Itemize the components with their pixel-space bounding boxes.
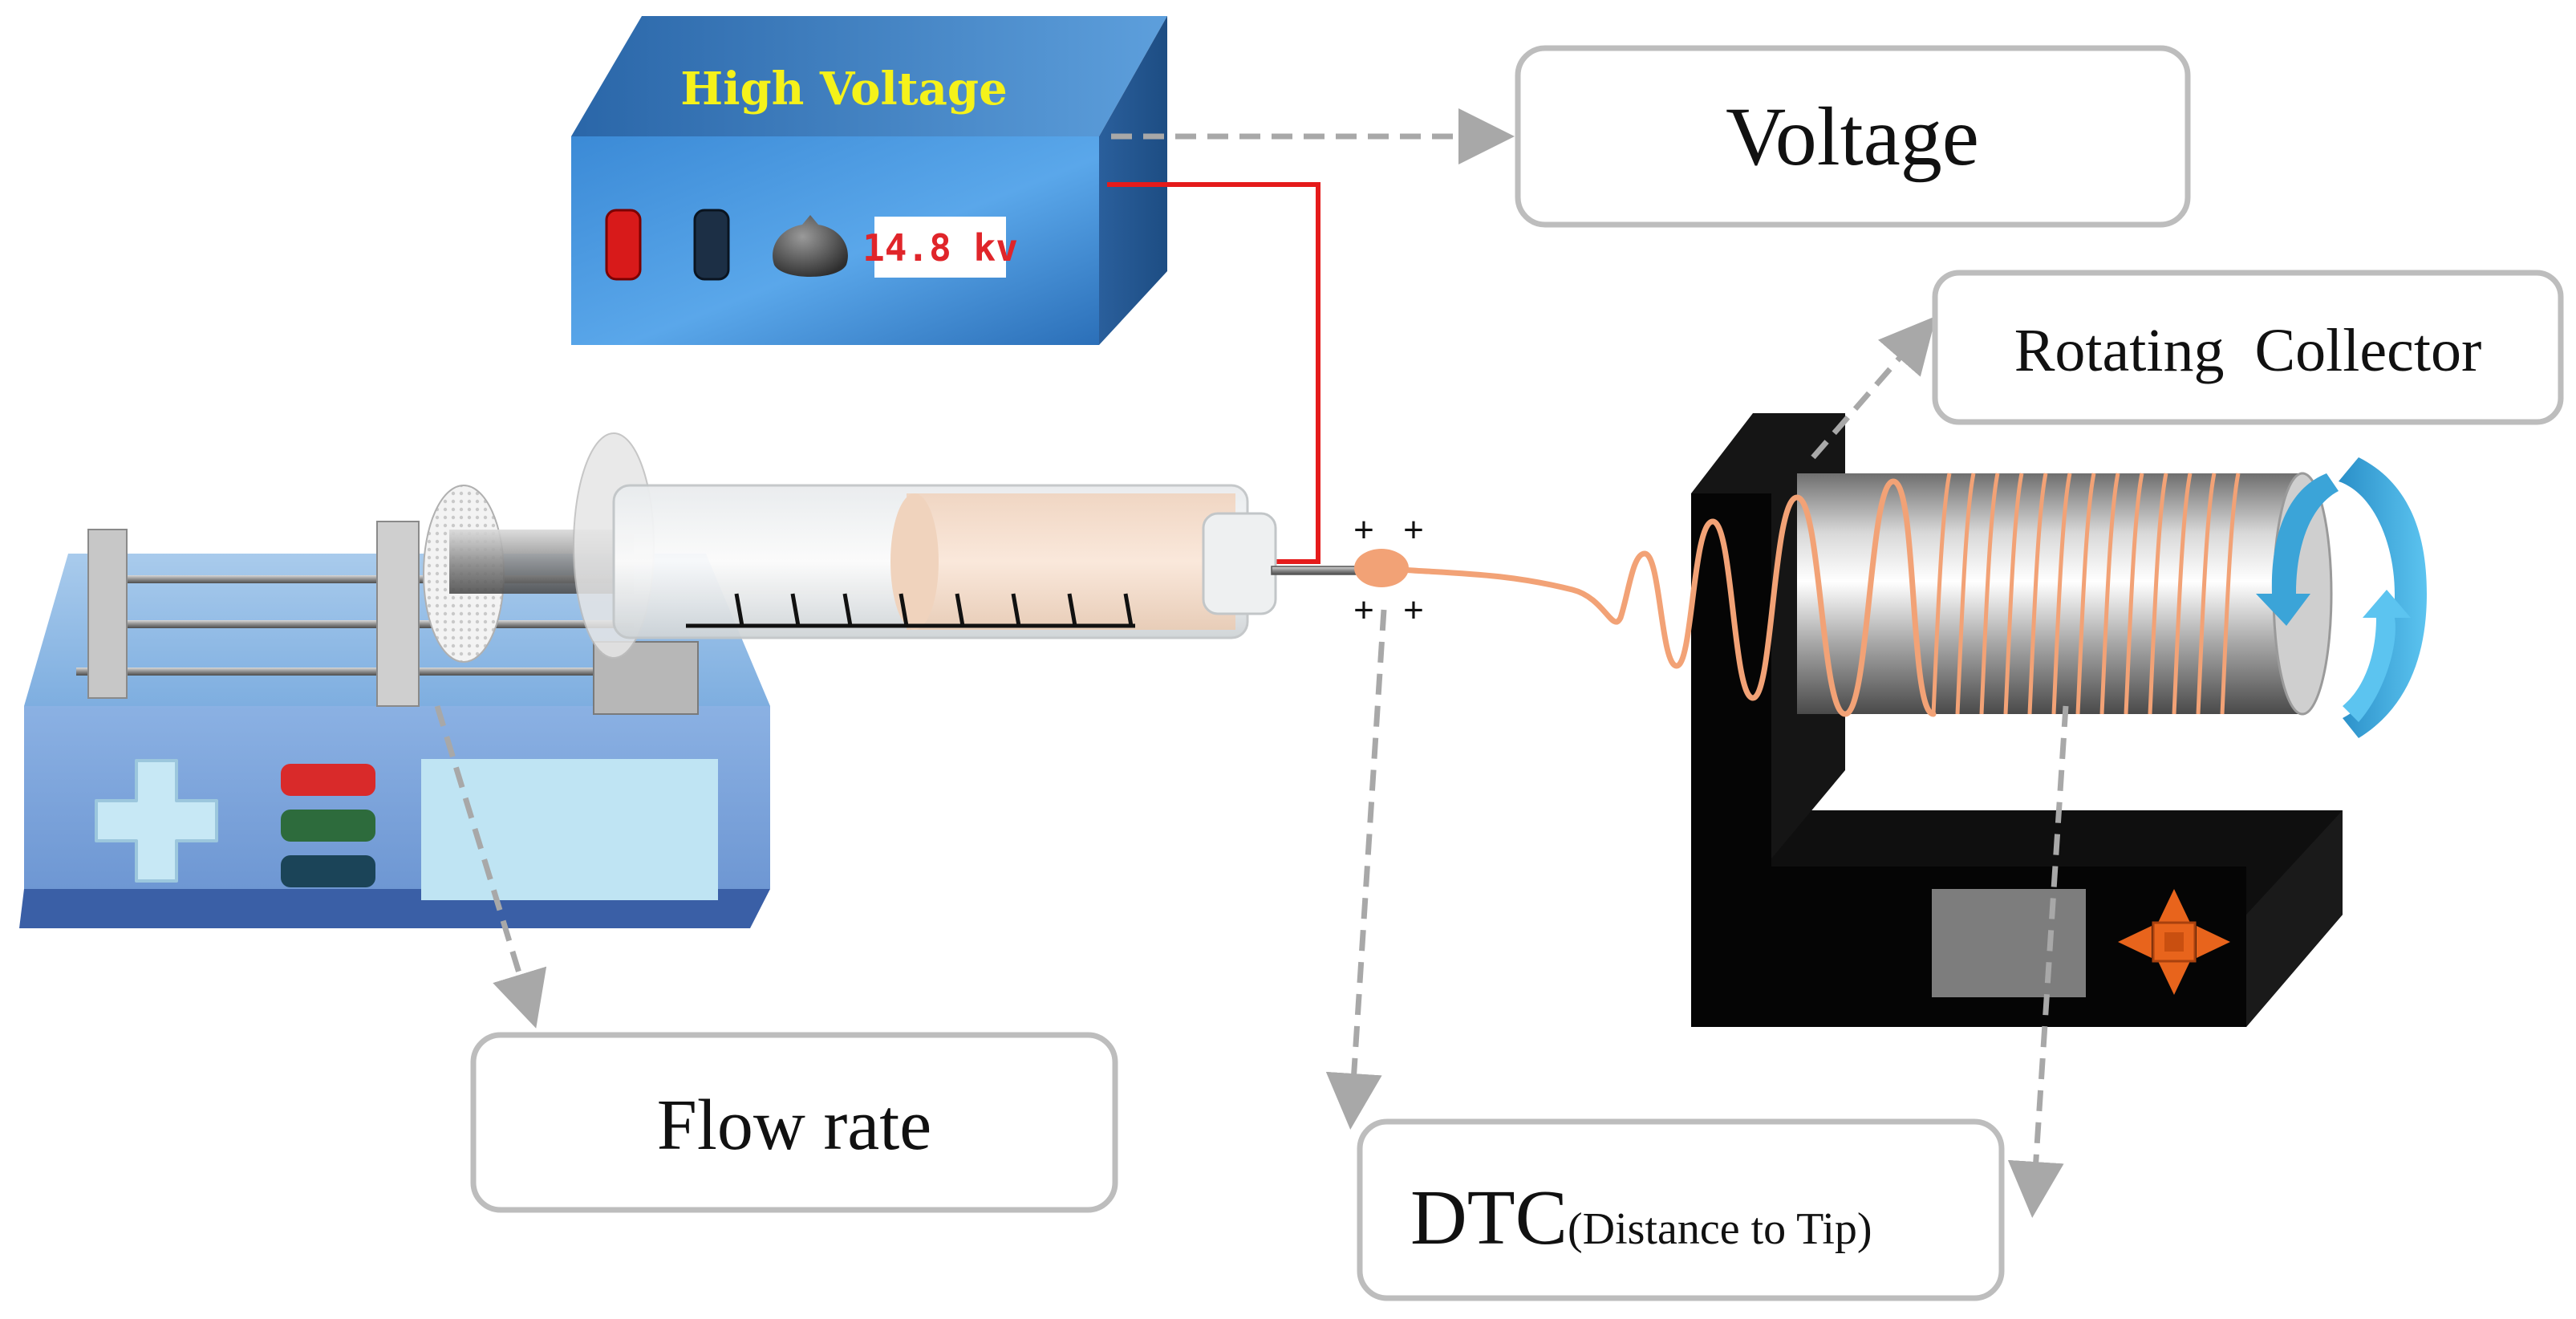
label-flow-rate: Flow rate [470,1032,1118,1213]
scale-tick [734,593,744,627]
winding [2003,473,2024,715]
rotating-collector-box [1932,270,2564,425]
scale-tick [955,593,965,627]
pump-navy-button [281,855,375,887]
whipping-fiber [1397,478,1937,717]
winding [2220,473,2241,715]
winding [2051,473,2072,715]
winding [2099,473,2120,715]
voltage-box [1515,45,2191,228]
hv-wire [1107,182,1320,564]
dtc-sub-text: (Distance to Tip) [1568,1204,1872,1254]
rotating-collector-label: Rotating Collector [2014,317,2482,384]
label-dtc: DTC(Distance to Tip) [1357,1118,2005,1301]
winding [2196,473,2217,715]
scale-tick [899,593,909,627]
dtc-main-text: DTC [1410,1175,1568,1261]
voltage-knob-icon [773,215,848,277]
fiber-jet [1397,473,2241,717]
winding [1979,473,2000,715]
hv-box-side [1099,16,1167,345]
needle [1271,566,1369,575]
pump-green-button [281,810,375,842]
charge-plus-3: + [1353,591,1374,630]
winding [2124,473,2144,715]
dtc-arrow-from-collector [2007,705,2069,1218]
flow-rate-label: Flow rate [657,1086,931,1165]
syringe-pump [19,521,770,928]
charge-symbols: + + + + [1353,510,1424,630]
scale-tick [790,593,801,627]
voltage-label: Voltage [1726,91,1979,183]
winding [2172,473,2193,715]
winding [2148,473,2168,715]
plunger-seal [890,493,939,630]
rotation-arrow-front-icon [2339,457,2427,738]
collector-arrow [1811,315,1937,460]
callout-arrows [434,108,2069,1218]
hv-box-top [571,16,1167,136]
label-voltage: Voltage [1515,45,2191,228]
voltage-display [874,217,1006,278]
charge-plus-1: + [1353,510,1374,550]
dpad-icon [95,759,218,883]
collector-base-side [2246,810,2343,1027]
scale-ticks [734,593,1134,627]
scale-tick [1123,593,1134,627]
scale-tick [1067,593,1077,627]
syringe [423,432,1409,663]
label-rotating-collector: Rotating Collector [1932,270,2564,425]
dtc-box [1357,1118,2005,1301]
high-voltage-supply: High Voltage 14.8 kv [571,16,1167,345]
taylor-cone [1354,549,1409,587]
pump-screen [421,759,718,900]
black-switch [693,209,730,281]
flow-rate-box [470,1032,1118,1213]
winding [2075,473,2096,715]
collector-support-front [1691,493,1771,866]
winding [1955,473,1976,715]
pump-pusher-block [376,521,420,707]
fiber-windings [1931,473,2241,715]
hv-title: High Voltage [680,63,1007,116]
guide-rod-3 [76,668,638,676]
dtc-label: DTC(Distance to Tip) [1410,1175,1872,1261]
winding [1931,473,1952,715]
dtc-arrow-from-tip [1325,609,1387,1130]
voltage-display-value: 14.8 kv [862,226,1018,270]
charge-plus-2: + [1403,510,1424,550]
pump-end-block [87,529,128,699]
flow-rate-arrow [434,704,547,1029]
rotation-arrow-down-icon [2256,473,2339,626]
guide-rod-1 [104,575,634,583]
scale-tick [1011,593,1021,627]
syringe-clamp [593,641,699,715]
syringe-tip-hub [1202,512,1277,615]
pump-red-button [281,764,375,796]
collector-panel [1932,889,2086,997]
charge-plus-4: + [1403,591,1424,630]
orange-dpad-icon [2118,889,2230,995]
red-switch [605,209,642,281]
guide-rod-2 [88,620,634,628]
rotation-arrow-up-icon [2343,590,2411,722]
scale-tick [842,593,853,627]
winding [2027,473,2048,715]
